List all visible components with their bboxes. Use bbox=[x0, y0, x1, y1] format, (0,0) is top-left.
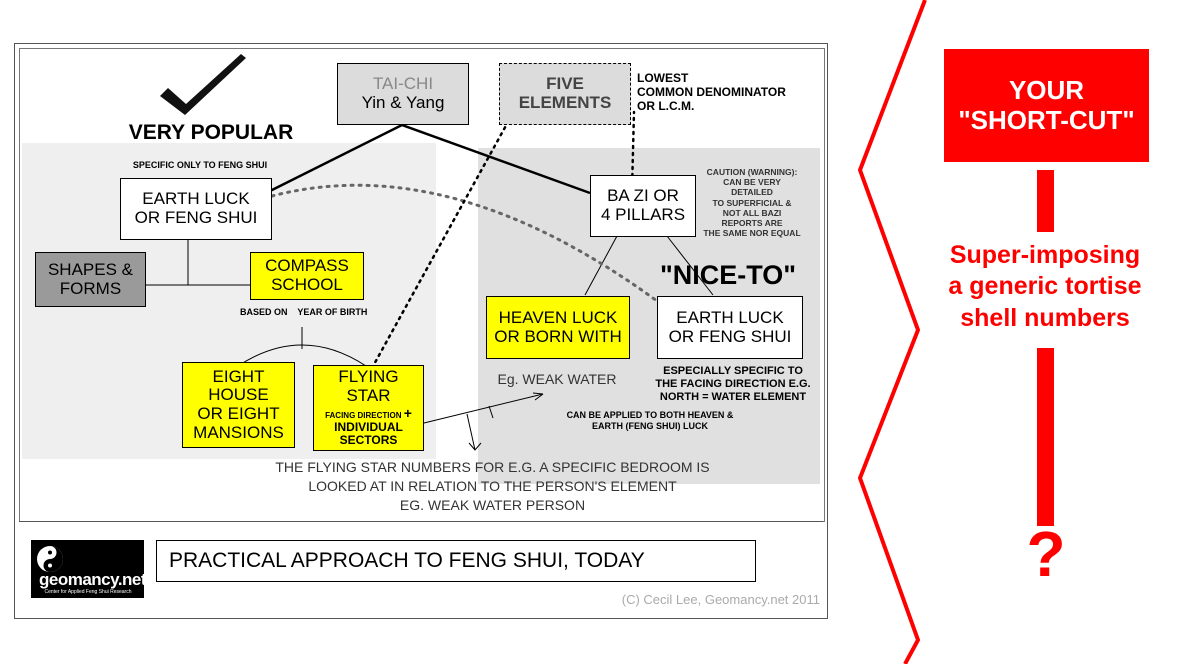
red-bar-bottom bbox=[1037, 348, 1054, 526]
specific-only-label: SPECIFIC ONLY TO FENG SHUI bbox=[132, 160, 268, 170]
flying-star-box: FLYING STAR FACING DIRECTION + INDIVIDUA… bbox=[313, 365, 424, 451]
forms-label: FORMS bbox=[59, 278, 122, 298]
house-label: HOUSE bbox=[208, 385, 269, 405]
nice-to-label: "NICE-TO" bbox=[659, 260, 797, 290]
elements-label: ELEMENTS bbox=[518, 93, 612, 112]
five-label: FIVE bbox=[546, 74, 584, 94]
based-on-label: BASED ON YEAR OF BIRTH bbox=[240, 307, 368, 317]
super-line: a generic tortise bbox=[948, 272, 1142, 301]
school-label: SCHOOL bbox=[271, 275, 343, 294]
geomancy-logo: geomancy.net Center for Applied Feng Shu… bbox=[31, 540, 147, 598]
super-line: shell numbers bbox=[960, 303, 1130, 332]
line-taichi-bazi bbox=[401, 123, 591, 195]
bazi-label: BA ZI OR bbox=[607, 186, 679, 206]
sectors-label: SECTORS bbox=[339, 433, 398, 448]
applied-line: CAN BE APPLIED TO BOTH HEAVEN & bbox=[566, 410, 734, 420]
lcm-line: OR L.C.M. bbox=[637, 98, 695, 113]
very-popular-label: VERY POPULAR bbox=[128, 121, 294, 144]
compass-label: COMPASS bbox=[265, 256, 349, 276]
arrow-head bbox=[532, 392, 544, 401]
especially-line: ESPECIALLY SPECIFIC TO bbox=[663, 365, 803, 377]
star-label: STAR bbox=[346, 386, 391, 406]
lcm-line: COMMON DENOMINATOR bbox=[637, 84, 786, 99]
short-cut-label: "SHORT-CUT" bbox=[958, 104, 1135, 135]
your-label: YOUR bbox=[1008, 74, 1085, 105]
footer-divider bbox=[19, 521, 823, 522]
question-mark: ? bbox=[1026, 518, 1066, 590]
especially-line: THE FACING DIRECTION E.G. bbox=[655, 378, 811, 391]
copyright-text: (C) Cecil Lee, Geomancy.net 2011 bbox=[621, 592, 820, 607]
dotted-flying-five bbox=[370, 120, 510, 370]
caution-line: REPORTS ARE bbox=[721, 217, 783, 228]
flying-label: FLYING bbox=[338, 367, 399, 387]
footer-title: PRACTICAL APPROACH TO FENG SHUI, TODAY bbox=[156, 540, 756, 582]
plus-sign: + bbox=[403, 404, 412, 421]
bottom-line: EG. WEAK WATER PERSON bbox=[399, 496, 586, 513]
applied-line: EARTH (FENG SHUI) LUCK bbox=[592, 421, 708, 432]
compass-school-box: COMPASS SCHOOL bbox=[250, 252, 364, 300]
earth-luck-right-box: EARTH LUCK OR FENG SHUI bbox=[657, 296, 803, 359]
shapes-forms-box: SHAPES & FORMS bbox=[35, 252, 146, 307]
logo-subtext: Center for Applied Feng Shui Research bbox=[44, 589, 132, 595]
heaven-luck-label: HEAVEN LUCK bbox=[498, 307, 618, 327]
feng-shui-label: OR FENG SHUI bbox=[668, 326, 792, 346]
checkmark-icon bbox=[160, 54, 246, 115]
caution-line: NOT ALL BAZI bbox=[722, 207, 782, 218]
lcm-line: LOWEST bbox=[637, 71, 689, 85]
dotted-earthluck-link bbox=[270, 183, 659, 303]
or-eight-label: OR EIGHT bbox=[197, 404, 280, 423]
caution-line: CAN BE VERY bbox=[723, 177, 781, 188]
five-elements-box: FIVE ELEMENTS bbox=[499, 63, 631, 125]
line-bazi-heaven bbox=[584, 235, 618, 296]
earth-luck-label: EARTH LUCK bbox=[676, 307, 784, 327]
four-pillars-label: 4 PILLARS bbox=[600, 205, 686, 224]
facing-direction-text: FACING DIRECTION bbox=[325, 410, 402, 420]
caution-line: DETAILED bbox=[731, 187, 773, 198]
short-cut-box: YOUR "SHORT-CUT" bbox=[944, 49, 1149, 162]
super-line: Super-imposing bbox=[949, 241, 1141, 269]
eight-label: EIGHT bbox=[212, 366, 265, 386]
especially-note: ESPECIALLY SPECIFIC TO THE FACING DIRECT… bbox=[648, 365, 818, 405]
individual-label: INDIVIDUAL bbox=[334, 420, 403, 435]
bottom-line: THE FLYING STAR NUMBERS FOR E.G. A SPECI… bbox=[275, 459, 710, 475]
arc-eight-flying bbox=[237, 344, 367, 367]
feng-shui-label: OR FENG SHUI bbox=[134, 208, 258, 227]
earth-luck-left-box: EARTH LUCK OR FENG SHUI bbox=[120, 178, 272, 240]
shapes-label: SHAPES & bbox=[47, 259, 134, 279]
born-with-label: OR BORN WITH bbox=[494, 326, 622, 346]
logo-text: geomancy.net bbox=[39, 570, 147, 589]
line-taichi-earthluck bbox=[269, 123, 403, 193]
lcm-note: LOWEST COMMON DENOMINATOR OR L.C.M. bbox=[637, 71, 786, 113]
yin-yang-icon bbox=[37, 546, 63, 572]
caution-line: CAUTION (WARNING): bbox=[706, 167, 798, 177]
yin-yang-label: Yin & Yang bbox=[361, 93, 445, 112]
super-imposing-text: Super-imposing a generic tortise shell n… bbox=[930, 240, 1160, 334]
caution-note: CAUTION (WARNING): CAN BE VERY DETAILED … bbox=[692, 167, 812, 238]
facing-direction-label: FACING DIRECTION + bbox=[325, 404, 412, 421]
arrow-line bbox=[423, 393, 544, 424]
applied-note: CAN BE APPLIED TO BOTH HEAVEN & EARTH (F… bbox=[535, 410, 765, 433]
weak-water-label: Eg. WEAK WATER bbox=[497, 371, 617, 387]
taichi-box: TAI-CHI Yin & Yang bbox=[337, 63, 469, 125]
bottom-line: LOOKED AT IN RELATION TO THE PERSON'S EL… bbox=[308, 477, 677, 494]
mansions-label: MANSIONS bbox=[193, 422, 284, 442]
arrow-tick-2 bbox=[488, 405, 494, 419]
especially-line: NORTH = WATER ELEMENT bbox=[659, 391, 807, 404]
earth-luck-label: EARTH LUCK bbox=[142, 189, 250, 209]
bottom-explanation: THE FLYING STAR NUMBERS FOR E.G. A SPECI… bbox=[190, 458, 795, 515]
caution-line: TO SUPERFICIAL & bbox=[712, 197, 792, 208]
taichi-label: TAI-CHI bbox=[372, 74, 434, 94]
caution-line: THE SAME NOR EQUAL bbox=[703, 228, 801, 239]
line-bazi-earth bbox=[666, 235, 714, 296]
bazi-box: BA ZI OR 4 PILLARS bbox=[590, 175, 696, 237]
red-bar-top bbox=[1037, 170, 1054, 232]
eight-house-box: EIGHT HOUSE OR EIGHT MANSIONS bbox=[182, 362, 295, 448]
heaven-luck-box: HEAVEN LUCK OR BORN WITH bbox=[486, 296, 630, 359]
arrow-down-1 bbox=[466, 413, 482, 451]
